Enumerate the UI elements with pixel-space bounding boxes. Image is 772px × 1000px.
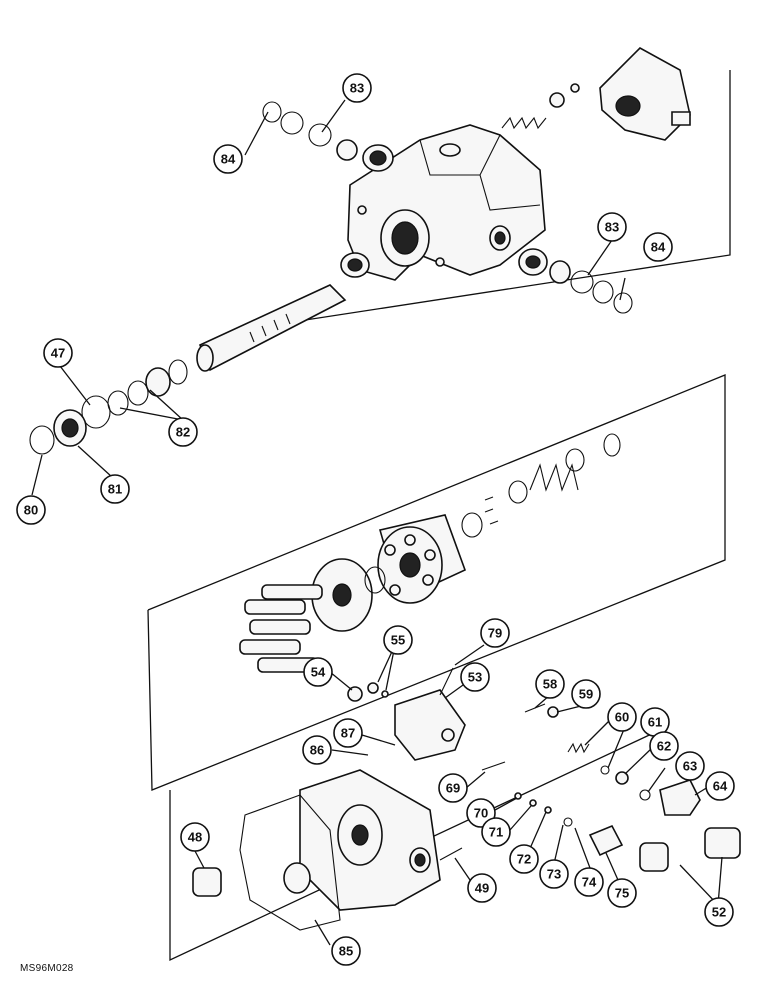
relief-cap	[599, 47, 691, 141]
callout-72: 72	[509, 844, 539, 874]
pump-housing	[347, 124, 546, 281]
callout-83-top-left: 83	[342, 73, 372, 103]
callout-49: 49	[467, 873, 497, 903]
callout-55: 55	[383, 625, 413, 655]
svg-text:75: 75	[615, 886, 629, 901]
callout-54: 54	[303, 657, 333, 687]
callout-53: 53	[460, 662, 490, 692]
svg-text:84: 84	[221, 152, 236, 167]
callout-84-top-left: 84	[213, 144, 243, 174]
svg-text:53: 53	[468, 670, 482, 685]
svg-text:69: 69	[446, 781, 460, 796]
callout-80: 80	[16, 495, 46, 525]
svg-text:61: 61	[648, 715, 662, 730]
callout-73: 73	[539, 859, 569, 889]
figure-reference-code: MS96M028	[20, 963, 74, 974]
callout-64: 64	[705, 771, 735, 801]
pistons	[239, 584, 323, 673]
fittings-54-55	[347, 682, 389, 702]
svg-text:80: 80	[24, 503, 38, 518]
svg-text:81: 81	[108, 482, 122, 497]
callout-86: 86	[302, 735, 332, 765]
svg-text:74: 74	[582, 875, 597, 890]
bearing-top-left	[362, 144, 394, 172]
callout-79: 79	[480, 618, 510, 648]
cylinder-block	[377, 514, 467, 604]
svg-text:84: 84	[651, 240, 666, 255]
spring-top	[501, 83, 580, 130]
plugs-52	[639, 827, 741, 872]
callout-87: 87	[333, 718, 363, 748]
svg-text:79: 79	[488, 626, 502, 641]
compensator-body	[394, 689, 466, 761]
svg-text:70: 70	[474, 806, 488, 821]
callout-48: 48	[180, 822, 210, 852]
callout-82: 82	[168, 417, 198, 447]
svg-text:83: 83	[605, 220, 619, 235]
frame-bottom	[169, 729, 661, 962]
callout-69: 69	[438, 773, 468, 803]
callout-71: 71	[481, 817, 511, 847]
svg-text:64: 64	[713, 779, 728, 794]
callout-63: 63	[675, 751, 705, 781]
end-cap-housing	[299, 769, 441, 911]
svg-text:62: 62	[657, 739, 671, 754]
adjuster-64	[659, 779, 701, 816]
callout-60: 60	[607, 702, 637, 732]
callout-58: 58	[535, 669, 565, 699]
seal-ring-top-left	[262, 101, 332, 147]
bolt-49	[439, 847, 463, 861]
callout-75: 75	[607, 878, 637, 908]
bushing-top-left	[336, 139, 358, 161]
callout-52: 52	[704, 897, 734, 927]
svg-text:48: 48	[188, 830, 202, 845]
svg-text:82: 82	[176, 425, 190, 440]
svg-text:72: 72	[517, 852, 531, 867]
bearing-shaft	[340, 252, 370, 278]
plug-48	[192, 867, 222, 897]
svg-text:54: 54	[311, 665, 326, 680]
svg-text:59: 59	[579, 687, 593, 702]
leader-lines	[31, 99, 723, 946]
small-parts-69-74	[481, 761, 573, 827]
svg-text:73: 73	[547, 867, 561, 882]
callout-84-right: 84	[643, 232, 673, 262]
svg-text:85: 85	[339, 944, 353, 959]
svg-text:60: 60	[615, 710, 629, 725]
callout-81: 81	[100, 474, 130, 504]
svg-text:83: 83	[350, 81, 364, 96]
svg-text:86: 86	[310, 743, 324, 758]
callout-85: 85	[331, 936, 361, 966]
svg-text:87: 87	[341, 726, 355, 741]
callout-83-right: 83	[597, 212, 627, 242]
drive-shaft	[196, 284, 347, 372]
svg-text:49: 49	[475, 881, 489, 896]
frame-middle	[147, 374, 726, 791]
svg-text:47: 47	[51, 346, 65, 361]
callout-74: 74	[574, 867, 604, 897]
svg-text:52: 52	[712, 905, 726, 920]
callout-47: 47	[43, 338, 73, 368]
spool-and-spring	[524, 703, 651, 801]
svg-text:55: 55	[391, 633, 405, 648]
gasket	[239, 794, 341, 931]
svg-text:63: 63	[683, 759, 697, 774]
svg-text:58: 58	[543, 677, 557, 692]
fitting-75	[588, 824, 624, 857]
swash-ring	[364, 566, 386, 594]
svg-text:71: 71	[489, 825, 503, 840]
callout-62: 62	[649, 731, 679, 761]
bearing-right	[518, 248, 633, 314]
frame-top	[239, 70, 731, 331]
spring-middle	[461, 433, 621, 538]
shaft-seal-set	[29, 359, 188, 455]
bolt-79	[439, 667, 454, 696]
callout-59: 59	[571, 679, 601, 709]
